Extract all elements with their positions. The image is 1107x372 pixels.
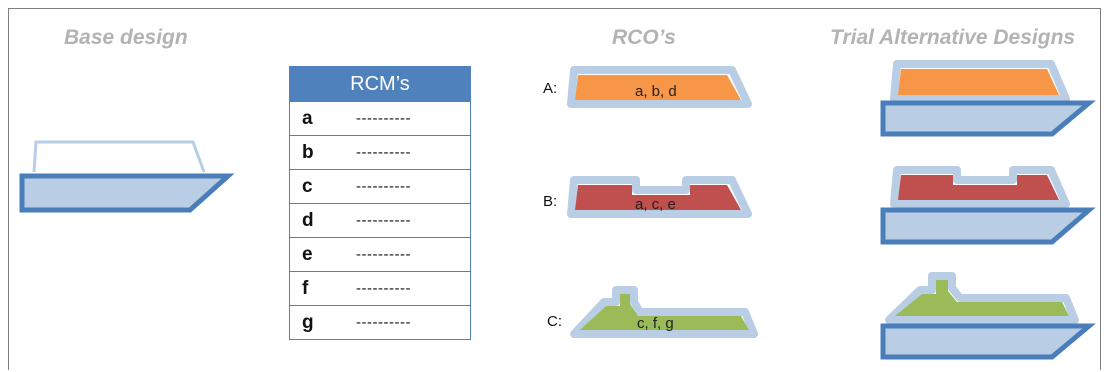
trial-a-superstructure <box>898 69 1059 95</box>
trial-a-hull <box>880 100 1096 137</box>
rcm-value: ---------- <box>356 178 411 195</box>
rcm-letter: b <box>302 141 314 163</box>
rcm-value: ---------- <box>356 110 411 127</box>
rcm-letter: e <box>302 243 313 265</box>
rcm-letter: f <box>302 277 309 299</box>
rcm-value: ---------- <box>356 314 411 331</box>
diagram-frame <box>8 8 1101 370</box>
rcm-value: ---------- <box>356 212 411 229</box>
rco-b-outline <box>567 176 752 218</box>
rcm-letter: c <box>302 175 313 197</box>
trial-design-c <box>880 272 1096 360</box>
base-design-heading: Base design <box>64 26 188 49</box>
rco-a-outline <box>567 66 752 108</box>
rco-a-measures: a, b, d <box>635 83 677 100</box>
rco-heading: RCO’s <box>612 26 676 49</box>
rcm-row: a ---------- <box>290 101 470 135</box>
rco-a-label: A: <box>543 80 558 97</box>
base-hull <box>19 173 235 213</box>
base-superstructure <box>32 140 206 173</box>
trial-c-superstructure-outline <box>885 272 1079 324</box>
base-design-ship <box>19 140 235 213</box>
trial-design-b <box>880 166 1096 245</box>
rcm-value: ---------- <box>356 144 411 161</box>
rco-c-outline <box>570 286 758 338</box>
rcm-row: g ---------- <box>290 305 470 339</box>
trial-designs-heading: Trial Alternative Designs <box>830 26 1076 49</box>
rcm-row: d ---------- <box>290 203 470 237</box>
rcm-letter: a <box>302 107 313 129</box>
rcm-row: f ---------- <box>290 271 470 305</box>
rcm-value: ---------- <box>356 280 411 297</box>
rco-b-measures: a, c, e <box>635 196 676 213</box>
rcm-row: c ---------- <box>290 169 470 203</box>
rco-b-shape: a, c, e <box>567 176 752 218</box>
rcm-table: RCM’s a ---------- b ---------- c ------… <box>289 66 471 340</box>
rcm-row: b ---------- <box>290 135 470 169</box>
trial-b-superstructure <box>898 175 1059 200</box>
rco-c-label: C: <box>547 313 562 330</box>
rcm-row: e ---------- <box>290 237 470 271</box>
trial-design-a <box>880 60 1096 137</box>
trial-b-hull <box>880 207 1096 245</box>
rco-b-fill <box>575 185 741 210</box>
rcm-letter: g <box>302 311 314 333</box>
rco-a-fill <box>575 75 741 100</box>
trial-c-hull <box>880 323 1096 360</box>
rco-a-shape: a, b, d <box>567 66 752 108</box>
trial-b-superstructure-outline <box>890 166 1070 208</box>
rco-b-label: B: <box>543 193 558 210</box>
trial-a-superstructure-outline <box>890 60 1070 103</box>
rcm-letter: d <box>302 209 314 231</box>
rco-c-shape: c, f, g <box>570 286 758 338</box>
trial-c-superstructure <box>895 280 1069 316</box>
rcm-value: ---------- <box>356 246 411 263</box>
rco-c-fill <box>580 294 749 330</box>
rcm-table-header: RCM’s <box>290 67 470 101</box>
rco-c-measures: c, f, g <box>637 315 674 332</box>
